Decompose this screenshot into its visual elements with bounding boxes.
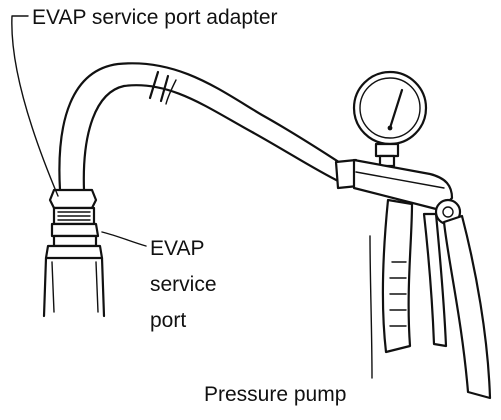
port-label-line-3: port — [150, 309, 186, 332]
evap-service-port-adapter — [48, 188, 100, 248]
hose — [58, 62, 347, 192]
port-label-line-2: service — [150, 273, 217, 296]
evap-service-port — [42, 244, 106, 318]
port-label-line-1: EVAP — [150, 237, 204, 260]
adapter-label: EVAP service port adapter — [32, 6, 278, 29]
pump-label: Pressure pump — [204, 383, 346, 406]
leader-lines — [11, 15, 373, 379]
pressure-gauge — [352, 70, 428, 168]
pressure-pump — [334, 158, 492, 400]
